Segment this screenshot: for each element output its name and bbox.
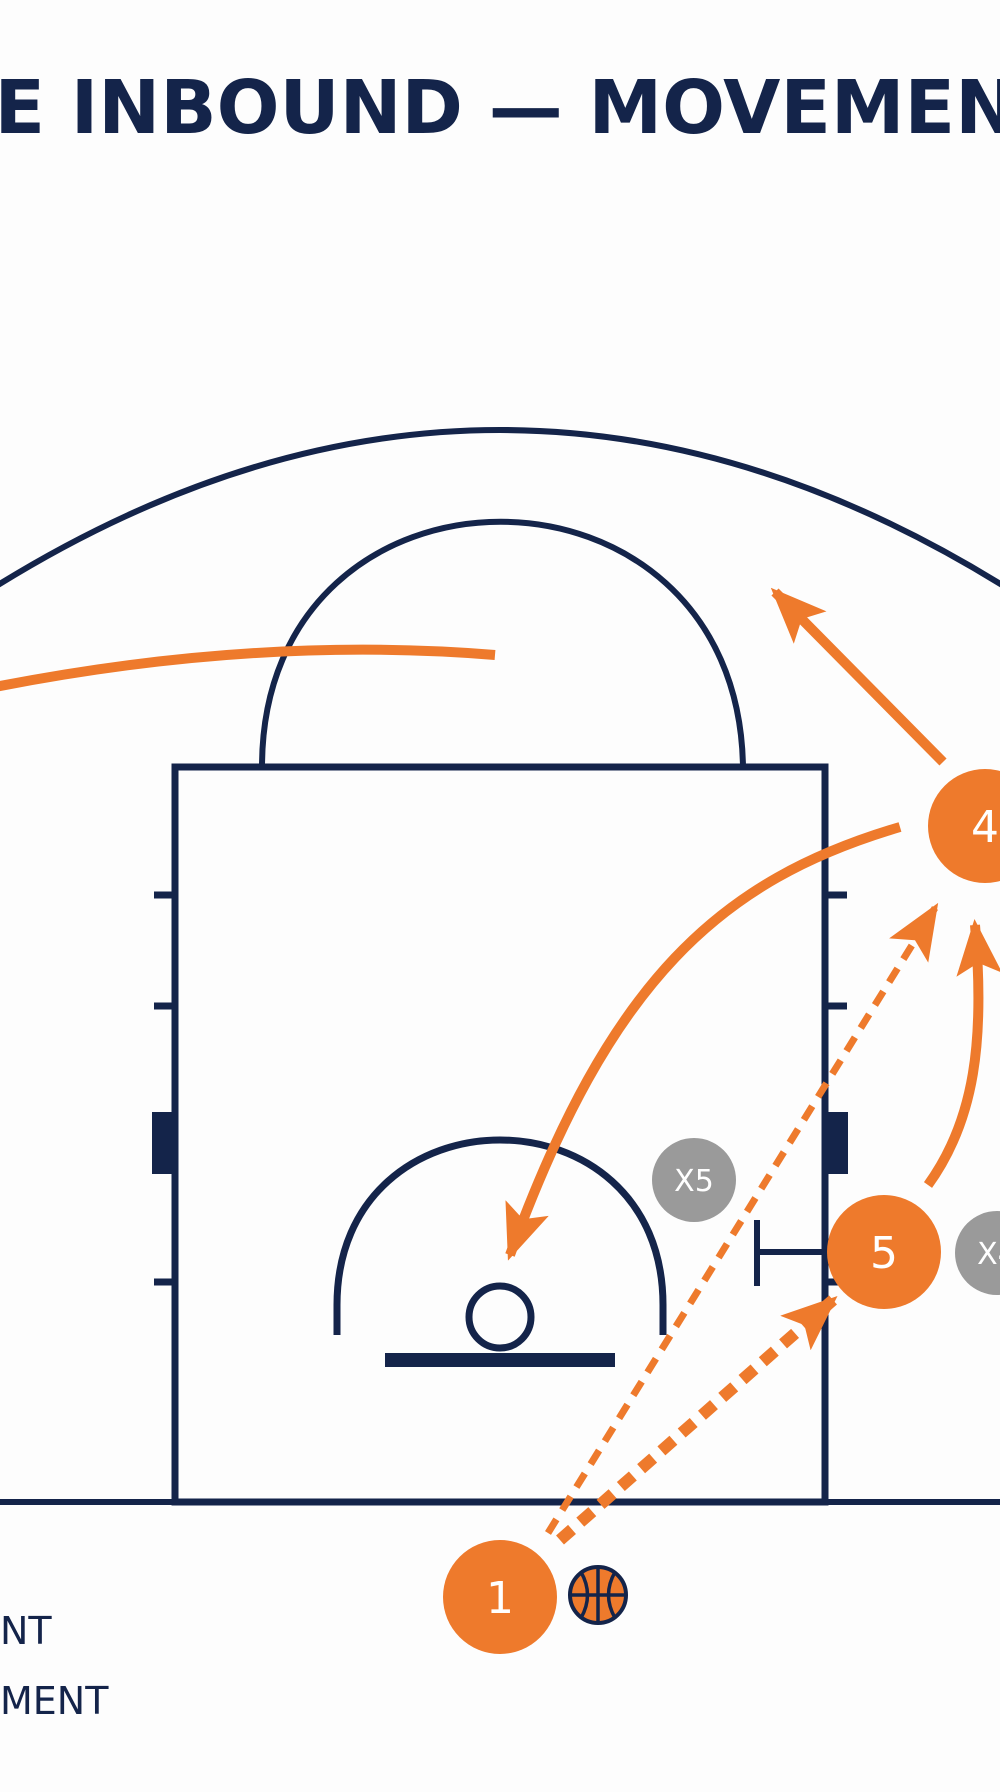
pass-1-to-4 [545, 902, 939, 1535]
player-1-label: 1 [486, 1573, 514, 1624]
cut-arrow-5-to-4 [923, 919, 1000, 1188]
cut-arrow-4-to-basket [505, 822, 902, 1261]
three-point-arc [0, 427, 1000, 588]
offense-player-5: 5 [827, 1195, 941, 1309]
legend: NT MENT [0, 1609, 109, 1723]
offense-player-4: 4 [928, 769, 1000, 883]
defender-x4: X4 [955, 1211, 1000, 1295]
legend-label-dashed: MENT [0, 1679, 109, 1723]
pass-1-to-5 [556, 1295, 838, 1545]
offense-player-1: 1 [443, 1540, 557, 1654]
defender-x5-label: X5 [674, 1164, 714, 1199]
free-throw-circle [259, 518, 746, 768]
defender-x5: X5 [652, 1138, 736, 1222]
pass-paths [545, 902, 939, 1545]
play-title: NE INBOUND — MOVEMENT [0, 65, 1000, 151]
cut-arrow-top [0, 644, 496, 692]
movement-paths [0, 587, 1000, 1261]
lane-block-right [825, 1112, 848, 1174]
defender-x4-label: X4 [977, 1237, 1000, 1272]
player-5-label: 5 [870, 1228, 898, 1279]
screen-marker [754, 1220, 830, 1286]
basketball-icon [568, 1565, 628, 1625]
cut-arrow-4-up [770, 587, 947, 766]
restricted-area-arc [333, 1136, 667, 1335]
legend-label-solid: NT [0, 1609, 52, 1653]
court [0, 427, 1000, 1506]
rim [465, 1282, 535, 1352]
player-4-label: 4 [971, 802, 999, 853]
lane-block-left [152, 1112, 175, 1174]
